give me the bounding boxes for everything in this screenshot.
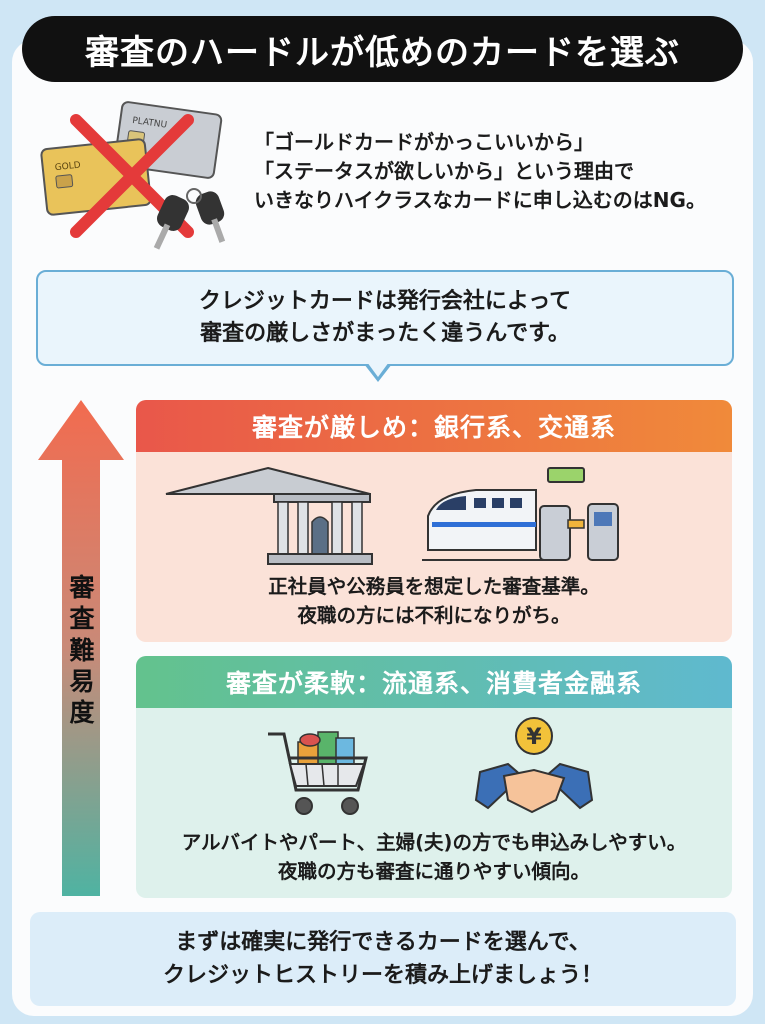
axis-char: 難 xyxy=(69,635,95,665)
svg-text:PLATNU: PLATNU xyxy=(132,116,168,131)
tier-flexible-header: 審査が柔軟：流通系、消費者金融系 xyxy=(136,656,732,708)
tier-strict-description: 正社員や公務員を想定した審査基準。 夜職の方には不利になりがち。 xyxy=(136,572,732,631)
tier-desc-line: 夜職の方も審査に通りやすい傾向。 xyxy=(277,860,590,884)
bubble-line: 審査の厳しさがまったく違うんです。 xyxy=(200,321,570,346)
ticket-gate-icon xyxy=(539,467,619,561)
difficulty-axis-label: 審 査 難 易 度 xyxy=(58,572,106,728)
tier-desc-line: アルバイトやパート、主婦(夫)の方でも申込みしやすい。 xyxy=(181,831,687,854)
intro-line: 「ステータスが欲しいから」という理由で xyxy=(254,159,634,183)
tier-strict-icons xyxy=(165,466,619,565)
yen-handshake-icon: ¥ xyxy=(474,717,594,814)
tier-flexible-description: アルバイトやパート、主婦(夫)の方でも申込みしやすい。 夜職の方も審査に通りやす… xyxy=(136,828,732,887)
tier-desc-line: 夜職の方には不利になりがち。 xyxy=(297,604,571,628)
yen-symbol: ¥ xyxy=(526,725,542,750)
tier-desc-line: 正社員や公務員を想定した審査基準。 xyxy=(268,575,600,598)
speech-bubble: クレジットカードは発行会社によって 審査の厳しさがまったく違うんです。 xyxy=(36,270,734,366)
axis-char: 審 xyxy=(69,573,95,602)
bubble-tail-inner xyxy=(367,362,389,377)
tier-strict-header: 審査が厳しめ：銀行系、交通系 xyxy=(136,400,732,452)
page-title: 審査のハードルが低めのカードを選ぶ xyxy=(85,32,680,73)
axis-char: 易 xyxy=(69,666,95,696)
axis-char: 度 xyxy=(69,698,95,727)
tier-flexible: 審査が柔軟：流通系、消費者金融系 ¥ アルバイトやパート、主婦(夫)の方でも申込… xyxy=(136,656,732,898)
tier-flexible-icons: ¥ xyxy=(268,717,594,815)
cards-keys-crossed-illustration: PLATNU GOLD xyxy=(40,101,226,250)
footer-line: まずは確実に発行できるカードを選んで、 xyxy=(175,930,591,955)
intro-line: いきなりハイクラスなカードに申し込むのはNG。 xyxy=(254,188,706,212)
tier-strict: 審査が厳しめ：銀行系、交通系 正社 xyxy=(136,400,732,642)
footer-advice: まずは確実に発行できるカードを選んで、 クレジットヒストリーを積み上げましょう！ xyxy=(30,912,736,1006)
car-key-icon xyxy=(153,188,226,250)
bubble-line: クレジットカードは発行会社によって xyxy=(198,289,572,315)
bank-icon xyxy=(165,466,373,565)
axis-char: 査 xyxy=(69,604,95,634)
intro-line: 「ゴールドカードがかっこいいから」 xyxy=(254,130,594,154)
svg-text:GOLD: GOLD xyxy=(54,161,81,174)
footer-line: クレジットヒストリーを積み上げましょう！ xyxy=(162,963,603,988)
difficulty-arrow-icon xyxy=(38,400,124,896)
shopping-cart-icon xyxy=(268,731,368,815)
title-banner: 審査のハードルが低めのカードを選ぶ xyxy=(22,16,743,82)
bullet-train-icon xyxy=(422,489,546,561)
intro-text: 「ゴールドカードがかっこいいから」 「ステータスが欲しいから」という理由で いき… xyxy=(254,128,754,215)
